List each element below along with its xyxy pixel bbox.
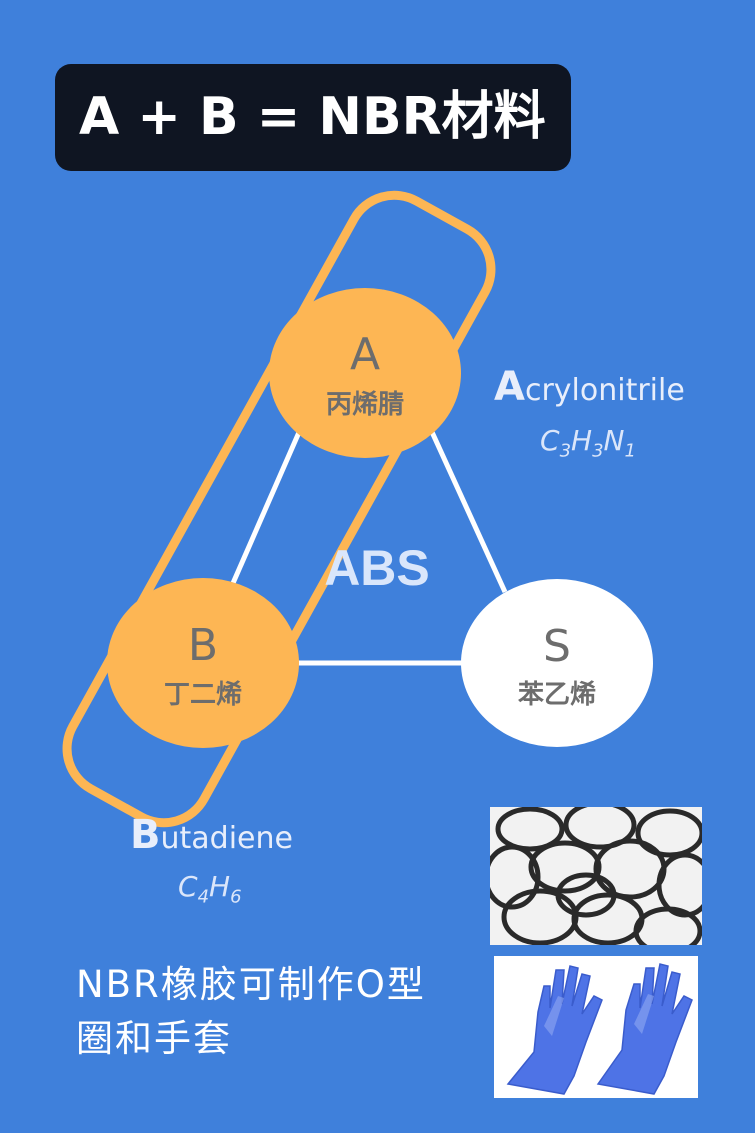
rubber-gloves-photo: [494, 956, 698, 1098]
acrylonitrile-rest: crylonitrile: [524, 373, 685, 408]
nbr-usage-note: NBR橡胶可制作O型圈和手套: [76, 963, 426, 1060]
butadiene-formula: C4H6: [178, 870, 242, 908]
formula-c-count: 4: [197, 886, 210, 908]
acrylonitrile-formula: C3H3N1: [540, 424, 636, 462]
node-b-label: 丁二烯: [164, 680, 242, 710]
butadiene-name: Butadiene: [130, 812, 293, 858]
node-s: S 苯乙烯: [461, 579, 653, 747]
center-label: ABS: [324, 540, 430, 596]
formula-h-count: 3: [592, 440, 604, 462]
o-rings-photo: [490, 807, 702, 945]
node-b-letter: B: [188, 620, 218, 671]
formula-n-count: 1: [624, 440, 636, 462]
edge-a-b: [227, 428, 303, 592]
node-s-label: 苯乙烯: [517, 680, 596, 710]
node-a-letter: A: [350, 329, 380, 380]
formula-n: N: [603, 424, 625, 457]
formula-c: C: [178, 870, 198, 903]
page-title: A + B = NBR材料: [79, 87, 546, 147]
acrylonitrile-initial: A: [494, 364, 525, 410]
butadiene-rest: utadiene: [160, 821, 293, 856]
o-rings-image: [490, 807, 702, 945]
node-a-label: 丙烯腈: [326, 390, 404, 420]
formula-c-count: 3: [559, 440, 572, 462]
acrylonitrile-name: Acrylonitrile: [494, 364, 685, 410]
nbr-highlight-outline: [62, 190, 496, 828]
formula-h: H: [209, 870, 231, 903]
formula-c: C: [540, 424, 560, 457]
title-box: A + B = NBR材料: [55, 64, 571, 171]
butadiene-initial: B: [130, 812, 161, 858]
gloves-image: [506, 963, 693, 1095]
node-s-letter: S: [543, 621, 571, 672]
formula-h: H: [571, 424, 593, 457]
edge-a-s: [429, 430, 508, 594]
formula-h-count: 6: [230, 886, 242, 908]
